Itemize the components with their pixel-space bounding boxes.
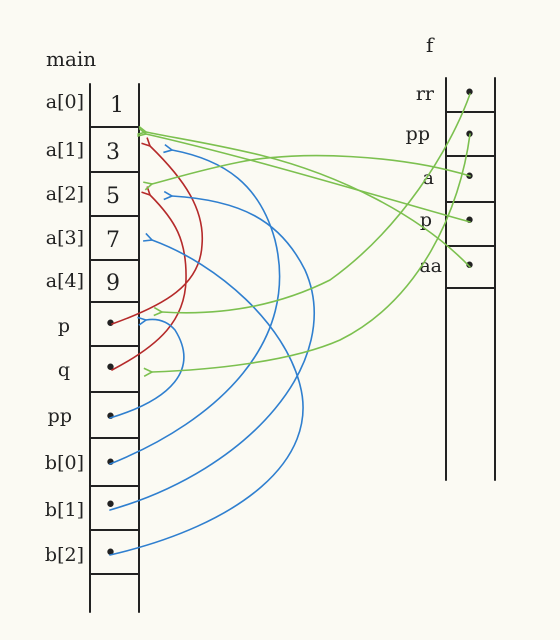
red-pointers <box>111 146 204 371</box>
cell-value-f-a: • <box>463 165 476 190</box>
cell-value-b2: • <box>104 541 117 566</box>
cell-label-b0: b[0] <box>45 452 84 474</box>
cell-label-b1: b[1] <box>45 499 84 521</box>
cell-label-f-a: a <box>423 167 434 189</box>
cell-value-a4: 9 <box>106 271 120 296</box>
cell-label-a1: a[1] <box>46 139 84 161</box>
cell-label-a4: a[4] <box>46 270 84 292</box>
pointer-b0-to-a1 <box>109 150 281 465</box>
cell-label-a3: a[3] <box>46 227 84 249</box>
cell-label-f-pp: pp <box>406 123 430 145</box>
pointer-rr-to-p <box>162 93 471 313</box>
cell-value-a1: 3 <box>106 140 120 165</box>
cell-value-q: • <box>104 356 117 381</box>
cell-value-a0: 1 <box>110 93 124 118</box>
cell-label-pp: pp <box>48 405 72 427</box>
f-frame-title: f <box>426 33 435 57</box>
cell-value-a2: 5 <box>106 184 120 209</box>
main-frame: main a[0] a[1] a[2] a[3] a[4] p q pp b[0… <box>45 47 140 613</box>
cell-label-p: p <box>58 315 70 337</box>
cell-value-a3: 7 <box>106 228 120 253</box>
pointer-f-pp-to-q <box>152 133 471 372</box>
cell-value-p: • <box>104 312 117 337</box>
cell-label-a2: a[2] <box>46 183 84 205</box>
pointer-q-to-a2 <box>111 195 187 371</box>
cell-value-b1: • <box>104 493 117 518</box>
blue-pointers <box>109 150 315 556</box>
pointer-aa-to-a1 <box>146 132 471 268</box>
cell-label-q: q <box>58 359 70 381</box>
cell-label-f-p: p <box>420 209 432 231</box>
pointer-f-a-to-a2 <box>152 154 471 184</box>
cell-label-aa: aa <box>419 255 442 277</box>
pointer-b2-to-a3 <box>109 240 304 556</box>
cell-label-a0: a[0] <box>46 91 84 113</box>
cell-label-b2: b[2] <box>45 544 84 566</box>
pointer-b1-to-a2 <box>109 196 315 511</box>
f-frame: f rr pp a p aa • • • • • <box>406 33 496 481</box>
pointer-pp-to-p <box>109 319 185 419</box>
main-frame-title: main <box>46 47 96 71</box>
green-pointers <box>146 93 471 372</box>
pointer-f-p-to-a1 <box>146 134 471 223</box>
cell-label-rr: rr <box>416 83 435 105</box>
